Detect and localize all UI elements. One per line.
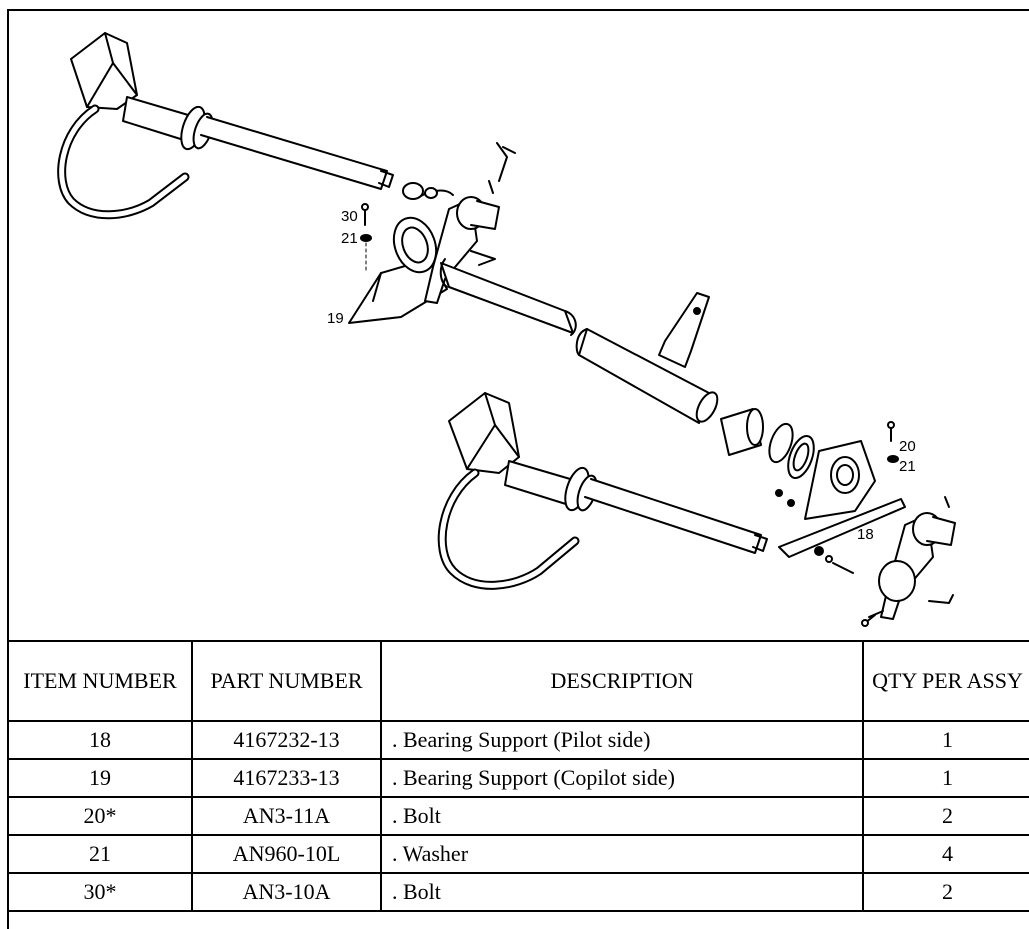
header-item-number: ITEM NUMBER — [7, 640, 193, 722]
item-number-cell: 30* — [7, 872, 193, 912]
upper-control-yoke — [57, 32, 394, 220]
item-number-cell: 20* — [7, 796, 193, 836]
table-row: 19 4167233-13 . Bearing Support (Copilot… — [7, 758, 1029, 798]
callout-21-lower: 21 — [899, 458, 916, 475]
part-number-cell: AN3-11A — [191, 796, 382, 836]
qty-cell: 1 — [862, 720, 1029, 760]
item-number-cell: 19 — [7, 758, 193, 798]
qty-cell: 2 — [862, 796, 1029, 836]
callout-30: 30 — [341, 208, 358, 225]
part-number-cell: 4167233-13 — [191, 758, 382, 798]
description-cell: . Bearing Support (Pilot side) — [380, 720, 864, 760]
qty-cell: 1 — [862, 758, 1029, 798]
part-number-cell: AN960-10L — [191, 834, 382, 874]
callout-19: 19 — [327, 310, 344, 327]
description-cell: . Bolt — [380, 872, 864, 912]
table-row: 21 AN960-10L . Washer 4 — [7, 834, 1029, 874]
right-bearing-stack — [720, 408, 906, 574]
parts-list-table: ITEM NUMBER PART NUMBER DESCRIPTION QTY … — [7, 640, 1029, 912]
item-number-cell: 18 — [7, 720, 193, 760]
upper-hardware — [360, 203, 372, 274]
description-cell: . Bearing Support (Copilot side) — [380, 758, 864, 798]
table-row: 18 4167232-13 . Bearing Support (Pilot s… — [7, 720, 1029, 760]
header-description: DESCRIPTION — [380, 640, 864, 722]
table-row: 20* AN3-11A . Bolt 2 — [7, 796, 1029, 836]
callout-20: 20 — [899, 438, 916, 455]
qty-cell: 2 — [862, 872, 1029, 912]
item-number-cell: 21 — [7, 834, 193, 874]
torque-tube — [439, 258, 719, 424]
header-part-number: PART NUMBER — [191, 640, 382, 722]
left-bearing-support — [348, 182, 454, 324]
upper-center-bracket — [424, 142, 516, 304]
table-header-row: ITEM NUMBER PART NUMBER DESCRIPTION QTY … — [7, 640, 1029, 722]
exploded-parts-diagram: 30 21 19 20 21 18 — [9, 11, 1029, 640]
lower-center-bracket — [861, 496, 956, 627]
header-qty-per-assy: QTY PER ASSY — [862, 640, 1029, 722]
description-cell: . Bolt — [380, 796, 864, 836]
part-number-cell: 4167232-13 — [191, 720, 382, 760]
callout-21: 21 — [341, 230, 358, 247]
figure-frame — [7, 9, 1029, 929]
lower-control-yoke — [437, 392, 768, 590]
callout-18: 18 — [857, 526, 874, 543]
qty-cell: 4 — [862, 834, 1029, 874]
part-number-cell: AN3-10A — [191, 872, 382, 912]
description-cell: . Washer — [380, 834, 864, 874]
table-row: 30* AN3-10A . Bolt 2 — [7, 872, 1029, 912]
